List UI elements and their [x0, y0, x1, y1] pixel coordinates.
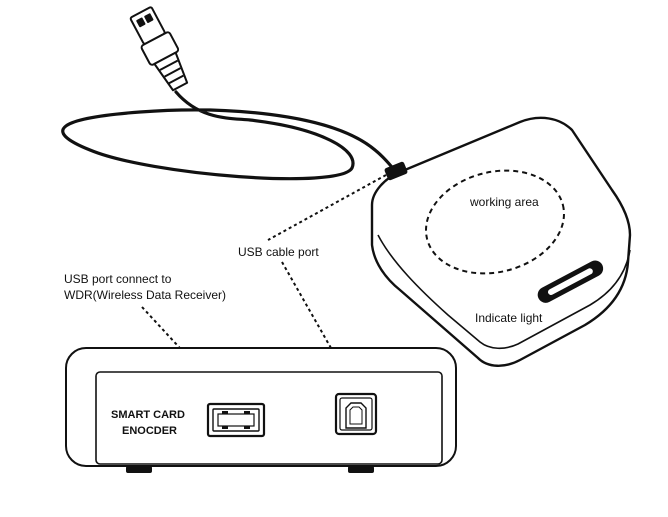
usb-plug [129, 6, 189, 92]
cable-port-leader-bottom [281, 261, 357, 393]
usb-cable-port-label: USB cable port [238, 245, 319, 259]
usb-a-port [206, 402, 266, 438]
working-area-label: working area [469, 195, 539, 209]
working-area-outline [425, 169, 565, 275]
usb-b-port [334, 392, 378, 436]
indicate-light-label: Indicate light [475, 311, 543, 325]
cable-port-leader-top [267, 174, 387, 241]
smart-card-encoder [65, 347, 457, 473]
indicator-light [537, 260, 604, 303]
card-reader [370, 116, 632, 367]
usb-port-label-line1: USB port connect to [64, 272, 172, 286]
encoder-label-line2: ENOCDER [122, 425, 177, 437]
encoder-label-line1: SMART CARD [111, 409, 185, 421]
usb-cable [61, 90, 398, 181]
usb-port-label-line2: WDR(Wireless Data Receiver) [64, 288, 226, 302]
